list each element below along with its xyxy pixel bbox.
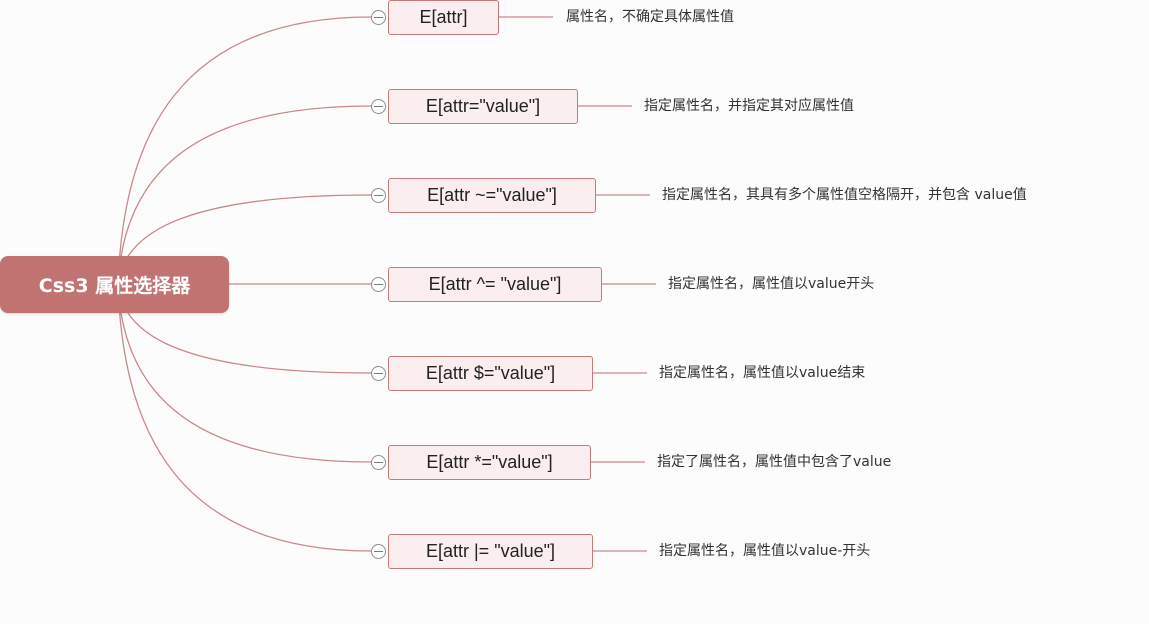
collapse-icon[interactable] <box>371 455 386 470</box>
branch-node-6[interactable]: E[attr |= "value"] <box>388 534 593 569</box>
branch-description-6: 指定属性名，属性值以value-开头 <box>659 543 871 559</box>
branch-connector <box>117 16 372 286</box>
branch-node-3[interactable]: E[attr ^= "value"] <box>388 267 602 302</box>
branch-description-1: 指定属性名，并指定其对应属性值 <box>644 98 854 114</box>
branch-connector <box>117 284 372 463</box>
branch-node-2[interactable]: E[attr ~="value"] <box>388 178 596 213</box>
collapse-icon[interactable] <box>371 366 386 381</box>
branch-node-label: E[attr ^= "value"] <box>428 274 562 294</box>
branch-node-label: E[attr *="value"] <box>426 452 553 472</box>
collapse-icon[interactable] <box>371 544 386 559</box>
branch-node-4[interactable]: E[attr $="value"] <box>388 356 593 391</box>
collapse-icon[interactable] <box>371 99 386 114</box>
collapse-icon[interactable] <box>371 188 386 203</box>
root-node[interactable]: Css3 属性选择器 <box>0 256 229 313</box>
branch-node-label: E[attr="value"] <box>425 96 541 116</box>
branch-description-5: 指定了属性名，属性值中包含了value <box>657 454 892 470</box>
branch-description-3: 指定属性名，属性值以value开头 <box>668 276 875 292</box>
branch-description-0: 属性名，不确定具体属性值 <box>566 9 734 25</box>
branch-connector <box>117 105 372 286</box>
branch-connector <box>117 284 372 552</box>
branch-description-2: 指定属性名，其具有多个属性值空格隔开，并包含 value值 <box>662 187 1027 203</box>
branch-node-label: E[attr] <box>419 7 468 27</box>
branch-node-0[interactable]: E[attr] <box>388 0 499 35</box>
branch-node-1[interactable]: E[attr="value"] <box>388 89 578 124</box>
branch-node-label: E[attr $="value"] <box>425 363 556 383</box>
branch-node-label: E[attr ~="value"] <box>427 185 557 205</box>
branch-description-4: 指定属性名，属性值以value结束 <box>659 365 866 381</box>
collapse-icon[interactable] <box>371 277 386 292</box>
branch-node-5[interactable]: E[attr *="value"] <box>388 445 591 480</box>
branch-node-label: E[attr |= "value"] <box>425 541 555 561</box>
collapse-icon[interactable] <box>371 10 386 25</box>
root-node-label: Css3 属性选择器 <box>38 275 191 297</box>
